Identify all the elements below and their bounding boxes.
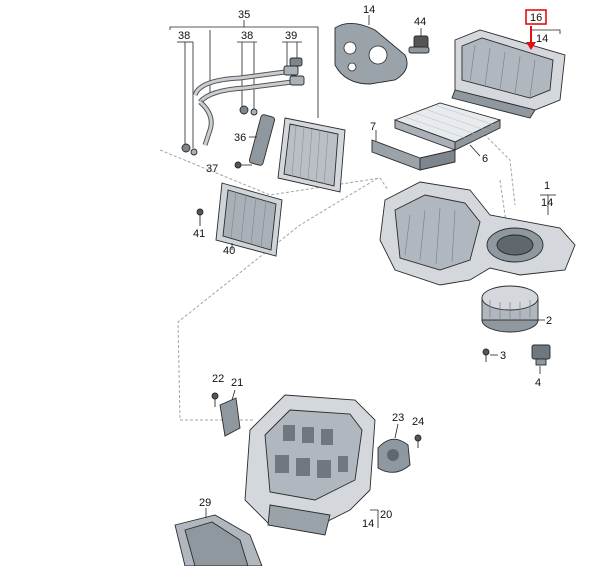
label-40: 40 [223, 245, 235, 257]
label-14-gasket: 14 [363, 4, 375, 16]
refrigerant-pipes [181, 57, 305, 156]
label-22: 22 [212, 373, 224, 385]
filter-frame [371, 130, 456, 171]
resistor-4 [531, 344, 551, 374]
label-29: 29 [199, 497, 211, 509]
actuator-23 [377, 423, 411, 473]
screw-41 [196, 208, 204, 226]
label-4: 4 [535, 377, 541, 389]
blower-housing [379, 181, 576, 286]
screw-37 [234, 161, 252, 169]
label-39: 39 [285, 30, 297, 42]
assembly-guides [159, 119, 516, 421]
label-20: 20 [380, 509, 392, 521]
label-6: 6 [482, 153, 488, 165]
screw-22 [211, 392, 219, 407]
screw-24 [414, 434, 422, 448]
evaporator [215, 182, 283, 257]
air-intake-housing [451, 29, 566, 119]
air-distribution-housing [244, 394, 379, 536]
air-duct-29 [174, 508, 263, 566]
label-3: 3 [500, 350, 506, 362]
label-14-housing: 14 [541, 197, 553, 209]
servo-motor-21 [219, 389, 241, 437]
highlight-box-16 [525, 9, 561, 34]
label-38-right: 38 [241, 30, 253, 42]
gasket [334, 15, 408, 85]
label-14-top: 14 [536, 33, 548, 45]
label-41: 41 [193, 228, 205, 240]
label-2: 2 [546, 315, 552, 327]
label-37: 37 [206, 163, 218, 175]
heater-core [277, 117, 346, 193]
label-1: 1 [544, 180, 550, 192]
screw-3 [482, 348, 498, 362]
label-16: 16 [530, 12, 542, 24]
label-21: 21 [231, 377, 243, 389]
expansion-valve [248, 114, 276, 166]
label-44: 44 [414, 16, 426, 28]
label-36: 36 [234, 132, 246, 144]
label-14-bottom: 14 [362, 518, 374, 530]
cabin-filter [393, 102, 502, 157]
label-7: 7 [370, 121, 376, 133]
label-35: 35 [238, 9, 250, 21]
sensor-44 [408, 28, 430, 54]
down-arrow-icon [526, 26, 536, 50]
label-23: 23 [392, 412, 404, 424]
blower-motor [481, 285, 545, 333]
pipe-bracket-35 [169, 20, 319, 148]
label-24: 24 [412, 416, 424, 428]
label-38-left: 38 [178, 30, 190, 42]
